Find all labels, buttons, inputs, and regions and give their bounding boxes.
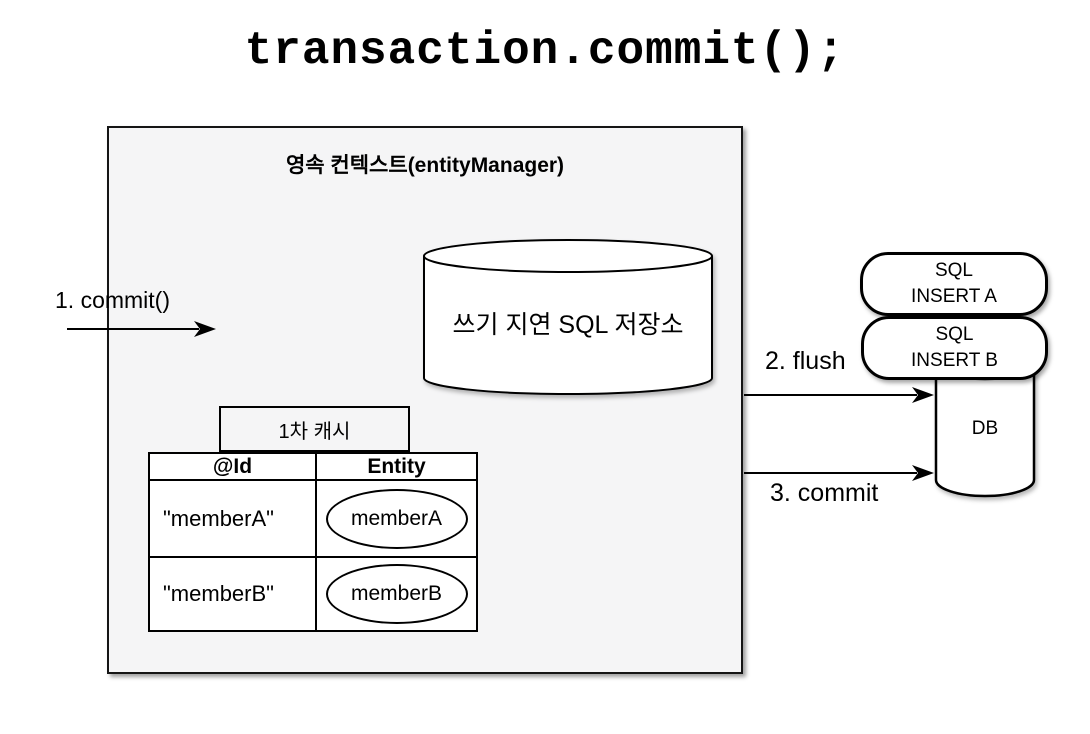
- first-level-cache-table: @Id Entity "memberA" memberA "memberB" m…: [148, 452, 478, 632]
- table-row-memberb-entity: memberB: [315, 556, 476, 630]
- sql-insert-a-line1: SQL: [934, 260, 974, 282]
- sql-insert-a-box: SQL INSERT A: [860, 252, 1048, 316]
- first-level-cache-tab: 1차 캐시: [219, 406, 410, 452]
- sql-insert-b-box: SQL INSERT B: [861, 316, 1048, 380]
- table-row-memberb-id: "memberB": [150, 556, 315, 630]
- column-header-entity: Entity: [315, 454, 476, 479]
- flush-arrow: [744, 387, 934, 403]
- table-row-membera-entity: memberA: [315, 479, 476, 556]
- commit-arrow-label: 1. commit(): [55, 287, 170, 313]
- table-row-membera-id: "memberA": [150, 479, 315, 556]
- entity-ellipse-memberb: memberB: [325, 564, 468, 624]
- sql-insert-b-line2: INSERT B: [911, 350, 998, 371]
- persistence-context-label: 영속 컨텍스트(entityManager): [285, 154, 565, 177]
- commit-db-arrow-label: 3. commit: [770, 479, 879, 507]
- write-behind-store-label: 쓰기 지연 SQL 저장소: [452, 311, 684, 339]
- diagram-title: transaction.commit();: [244, 25, 846, 77]
- flush-arrow-label: 2. flush: [765, 347, 846, 375]
- column-header-id: @Id: [212, 454, 253, 478]
- sql-insert-a-line2: INSERT A: [911, 286, 997, 307]
- entity-ellipse-membera: memberA: [325, 488, 468, 549]
- sql-insert-b-line1: SQL: [935, 324, 974, 346]
- db-label: DB: [971, 418, 999, 439]
